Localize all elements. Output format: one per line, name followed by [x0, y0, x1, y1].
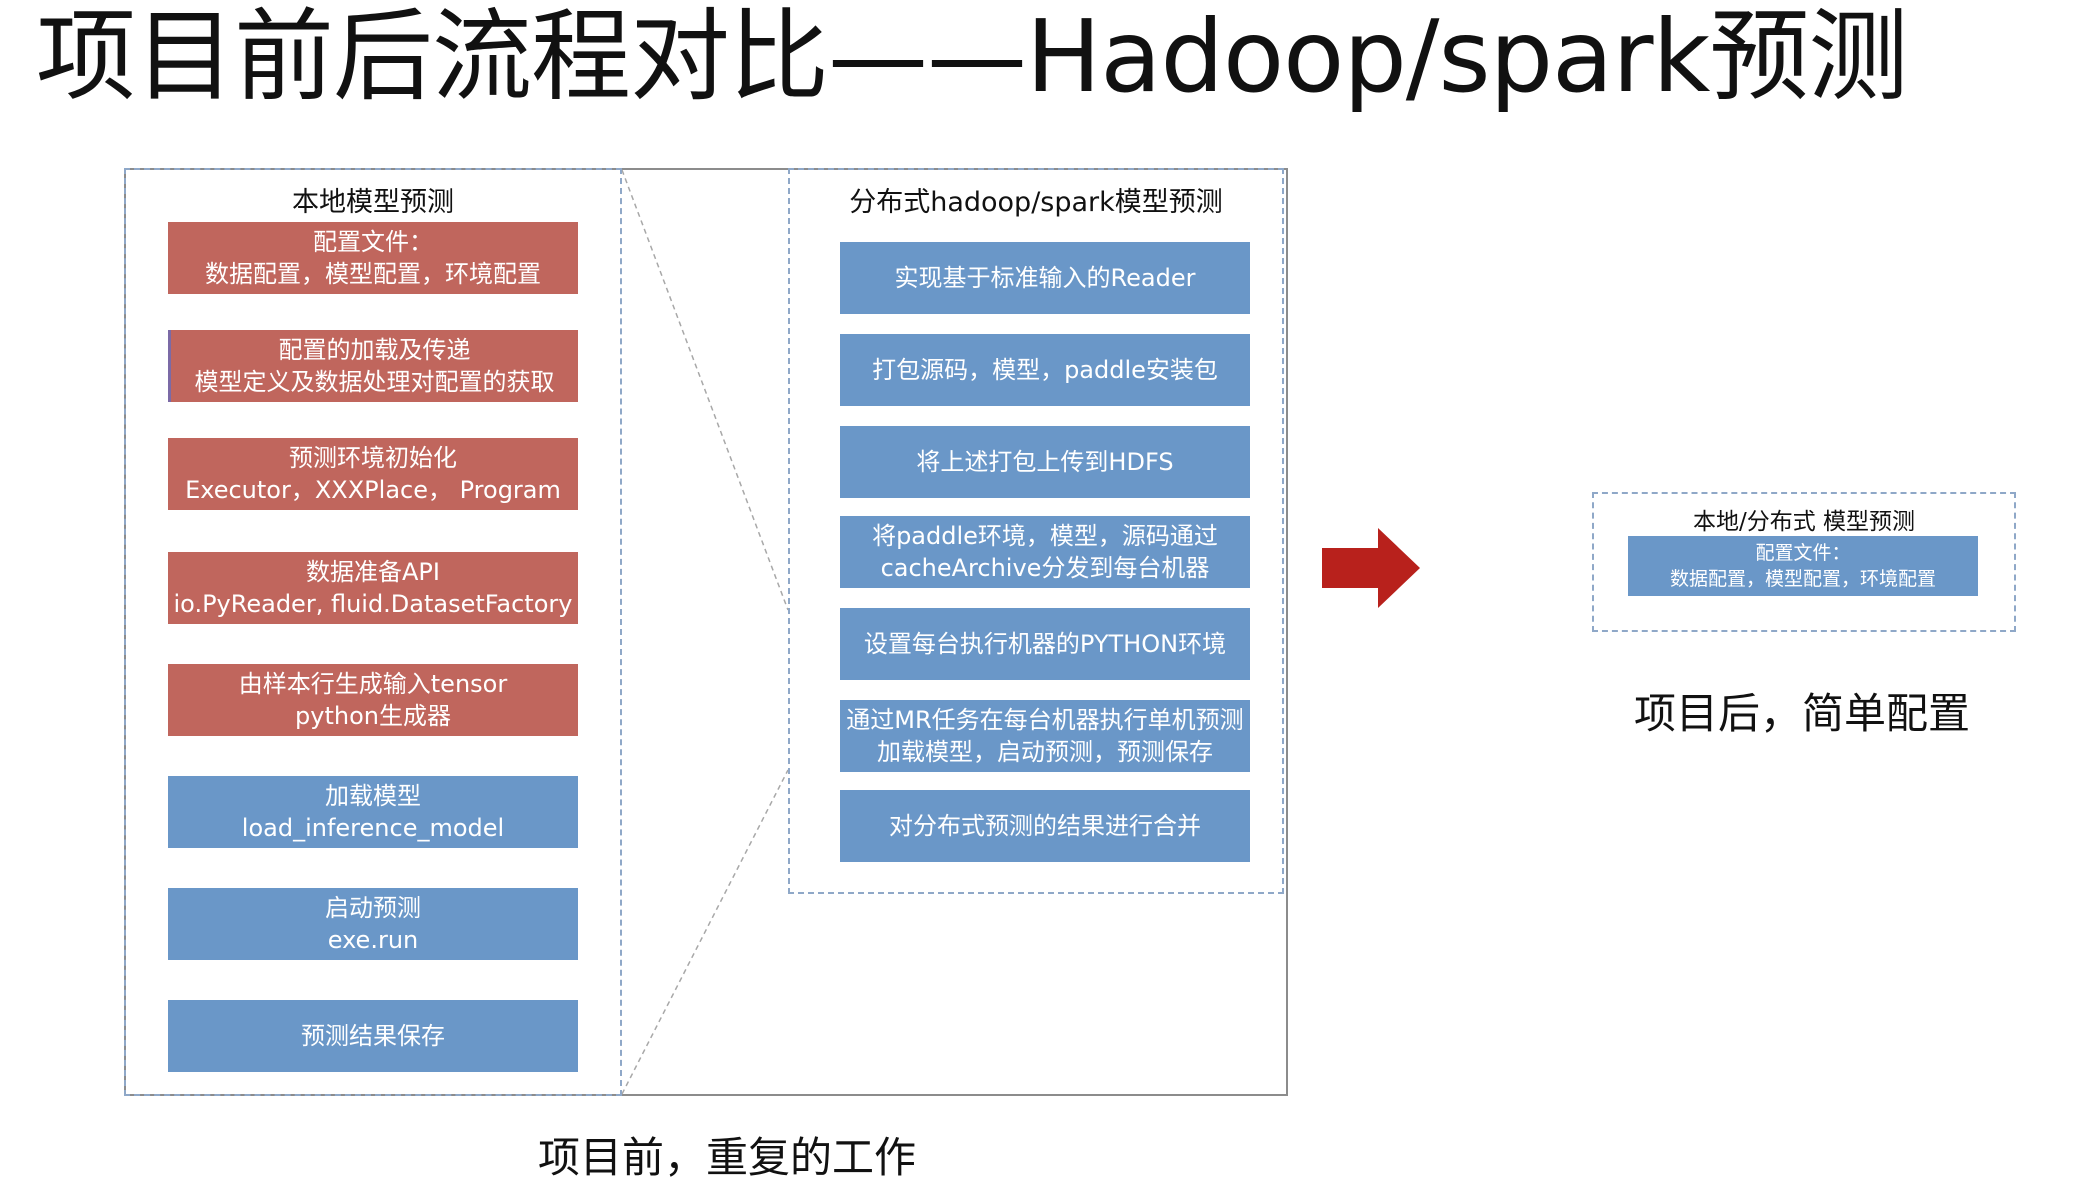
distributed-prediction-panel: 分布式hadoop/spark模型预测: [788, 168, 1284, 894]
step-line: 数据准备API: [306, 558, 440, 586]
step-after-config-file: 配置文件： 数据配置，模型配置，环境配置: [1628, 536, 1978, 596]
after-prediction-panel: 本地/分布式 模型预测: [1592, 492, 2016, 632]
step-line: 数据配置，模型配置，环境配置: [1669, 568, 1936, 590]
step-package-sources: 打包源码，模型，paddle安装包: [840, 334, 1250, 406]
step-line: 配置文件：: [313, 228, 433, 256]
step-load-model: 加载模型 load_inference_model: [168, 776, 578, 848]
step-data-api: 数据准备API io.PyReader, fluid.DatasetFactor…: [168, 552, 578, 624]
step-stdin-reader: 实现基于标准输入的Reader: [840, 242, 1250, 314]
step-line: load_inference_model: [241, 814, 505, 842]
step-line: cacheArchive分发到每台机器: [880, 554, 1210, 582]
step-config-loading: 配置的加载及传递 模型定义及数据处理对配置的获取: [168, 330, 578, 402]
step-line: 对分布式预测的结果进行合并: [889, 812, 1201, 840]
step-env-init: 预测环境初始化 Executor，XXXPlace， Program: [168, 438, 578, 510]
before-caption: 项目前，重复的工作: [538, 1133, 917, 1182]
step-python-env: 设置每台执行机器的PYTHON环境: [840, 608, 1250, 680]
step-line: 将paddle环境，模型，源码通过: [872, 522, 1218, 550]
right-arrow-icon: [1322, 528, 1420, 608]
step-line: io.PyReader, fluid.DatasetFactory: [173, 590, 573, 618]
step-line: 配置的加载及传递: [278, 336, 471, 364]
step-line: 通过MR任务在每台机器执行单机预测: [846, 706, 1244, 734]
step-line: 预测结果保存: [301, 1022, 445, 1050]
step-mr-prediction: 通过MR任务在每台机器执行单机预测 加载模型，启动预测，预测保存: [840, 700, 1250, 772]
step-line: exe.run: [327, 926, 419, 954]
step-line: 加载模型，启动预测，预测保存: [877, 738, 1213, 766]
page-title: 项目前后流程对比——Hadoop/spark预测: [36, 0, 1908, 115]
distributed-prediction-panel-title: 分布式hadoop/spark模型预测: [849, 187, 1223, 218]
step-line: 由样本行生成输入tensor: [238, 670, 508, 698]
local-prediction-panel-title: 本地模型预测: [292, 187, 454, 218]
step-line: Executor，XXXPlace， Program: [185, 476, 561, 504]
step-line: 启动预测: [325, 894, 421, 922]
step-save-results: 预测结果保存: [168, 1000, 578, 1072]
step-line: 模型定义及数据处理对配置的获取: [194, 368, 555, 396]
step-tensor-generation: 由样本行生成输入tensor python生成器: [168, 664, 578, 736]
step-cache-archive: 将paddle环境，模型，源码通过 cacheArchive分发到每台机器: [840, 516, 1250, 588]
step-line: 将上述打包上传到HDFS: [916, 448, 1174, 476]
after-caption: 项目后，简单配置: [1634, 689, 1971, 738]
step-line: python生成器: [295, 702, 451, 730]
step-line: 预测环境初始化: [289, 444, 457, 472]
step-line: 实现基于标准输入的Reader: [894, 264, 1196, 292]
local-prediction-panel: 本地模型预测: [124, 168, 622, 1096]
step-line: 数据配置，模型配置，环境配置: [205, 260, 541, 288]
step-merge-results: 对分布式预测的结果进行合并: [840, 790, 1250, 862]
step-line: 设置每台执行机器的PYTHON环境: [863, 630, 1227, 658]
step-start-prediction: 启动预测 exe.run: [168, 888, 578, 960]
step-line: 加载模型: [325, 782, 421, 810]
after-prediction-panel-title: 本地/分布式 模型预测: [1692, 509, 1916, 535]
step-line: 配置文件：: [1755, 542, 1851, 564]
step-line: 打包源码，模型，paddle安装包: [872, 356, 1218, 384]
step-upload-hdfs: 将上述打包上传到HDFS: [840, 426, 1250, 498]
step-config-file: 配置文件： 数据配置，模型配置，环境配置: [168, 222, 578, 294]
